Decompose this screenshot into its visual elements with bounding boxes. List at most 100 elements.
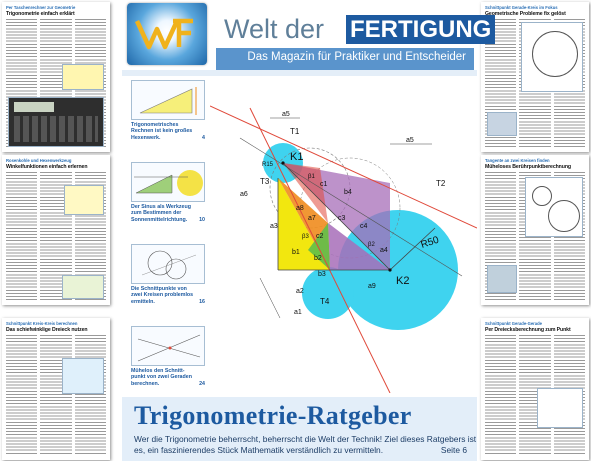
label-a7: a7 bbox=[308, 215, 316, 222]
divider bbox=[122, 70, 477, 76]
formula-box bbox=[62, 64, 104, 90]
lines-thumbnail-icon bbox=[137, 334, 201, 362]
masthead-name-prefix: Welt der bbox=[224, 14, 325, 44]
tangent-diagram: K1 K2 T1 T2 T3 T4 R50 R15 a5 a5 a6 a3 a8… bbox=[209, 78, 478, 394]
label-c1: c1 bbox=[320, 181, 328, 188]
tool-photo bbox=[487, 265, 517, 293]
label-a4: a4 bbox=[380, 247, 388, 254]
page-kicker: Schnittpunkt Kreis-Kreis berechnen bbox=[6, 321, 78, 326]
left-page-1: Per Taschenrechner zur Geometrie Trigono… bbox=[2, 2, 110, 152]
label-t4: T4 bbox=[320, 297, 330, 306]
label-beta1: β1 bbox=[308, 174, 315, 180]
page-headline: Per Dreiecksberechnung zum Punkt bbox=[485, 327, 571, 333]
label-a3: a3 bbox=[270, 223, 278, 230]
masthead-subtitle: Das Magazin für Praktiker und Entscheide… bbox=[247, 51, 466, 63]
label-a6: a6 bbox=[240, 191, 248, 198]
page-kicker: Tangente an zwei Kreisen finden bbox=[485, 158, 550, 163]
toc-page-number: 16 bbox=[199, 298, 205, 305]
label-a1: a1 bbox=[294, 309, 302, 316]
label-k1: K1 bbox=[290, 151, 303, 163]
tangent-line-lower bbox=[249, 107, 391, 394]
sun-thumbnail-icon bbox=[134, 170, 203, 196]
circle-t4 bbox=[302, 267, 354, 319]
page-headline: Geometrische Probleme fix gelöst bbox=[485, 11, 566, 17]
masthead-subtitle-bar: Das Magazin für Praktiker und Entscheide… bbox=[216, 48, 474, 70]
label-r15: R15 bbox=[262, 162, 274, 168]
label-t3: T3 bbox=[260, 177, 270, 186]
label-t2: T2 bbox=[436, 179, 446, 188]
page-kicker: Schnittpunkt Gerade-Kreis im Fokus bbox=[485, 5, 558, 10]
banner-text-line-2: es, ein faszinierendes Stück Mathematik … bbox=[134, 445, 384, 455]
page-headline: Müheloses Berührpunktberechnung bbox=[485, 164, 571, 170]
teaser-banner: Trigonometrie-Ratgeber Wer die Trigonome… bbox=[122, 397, 477, 461]
toc-page-number: 4 bbox=[202, 134, 205, 141]
left-page-3: Schnittpunkt Kreis-Kreis berechnen Das s… bbox=[2, 318, 110, 460]
tool-photo bbox=[487, 112, 517, 136]
banner-text-line-1: Wer die Trigonometrie beherrscht, beherr… bbox=[134, 434, 477, 444]
label-b1: b1 bbox=[292, 249, 300, 256]
toc-label: Mühelos den Schnitt-punkt von zwei Gerad… bbox=[131, 368, 205, 387]
label-a2: a2 bbox=[296, 288, 304, 295]
logo bbox=[127, 3, 207, 65]
lines-figure bbox=[537, 388, 583, 428]
page-kicker: Per Taschenrechner zur Geometrie bbox=[6, 5, 76, 10]
toc-thumbnail bbox=[131, 326, 205, 366]
right-page-1: Schnittpunkt Gerade-Kreis im Fokus Geome… bbox=[481, 2, 589, 152]
circles-thumbnail-icon bbox=[141, 250, 197, 280]
circle-figure bbox=[521, 22, 583, 92]
masthead-name-highlight: FERTIGUNG bbox=[346, 15, 496, 44]
label-beta3: β3 bbox=[302, 234, 309, 240]
formula-figure bbox=[62, 275, 104, 299]
triangle-figure bbox=[64, 185, 104, 215]
masthead: Welt der FERTIGUNG bbox=[216, 12, 496, 48]
page-kicker: Rosenkohle und Hexenwerkzeug bbox=[6, 158, 72, 163]
toc-thumbnail bbox=[131, 80, 205, 120]
banner-title: Trigonometrie-Ratgeber bbox=[134, 401, 412, 430]
triangle-purple bbox=[328, 223, 390, 270]
page-headline: Trigonometrie einfach erklärt bbox=[6, 11, 75, 17]
banner-page-reference: Seite 6 bbox=[440, 445, 467, 455]
label-a9: a9 bbox=[368, 283, 376, 290]
left-page-2: Rosenkohle und Hexenwerkzeug Winkelfunkt… bbox=[2, 155, 110, 305]
text-columns bbox=[6, 334, 106, 456]
label-a5: a5 bbox=[406, 137, 414, 144]
label-a5: a5 bbox=[282, 111, 290, 118]
page-headline: Winkelfunktionen einfach erlernen bbox=[6, 164, 88, 170]
label-a8: a8 bbox=[296, 205, 304, 212]
triangle-figure bbox=[62, 358, 104, 394]
toc-item[interactable]: Mühelos den Schnitt-punkt von zwei Gerad… bbox=[131, 326, 209, 388]
right-page-2: Tangente an zwei Kreisen finden Mühelose… bbox=[481, 155, 589, 305]
toc-thumbnail bbox=[131, 162, 205, 202]
page-kicker: Schnittpunkt Gerade-Gerade bbox=[485, 321, 543, 326]
label-c3: c3 bbox=[338, 215, 346, 222]
label-k2: K2 bbox=[396, 275, 409, 287]
label-c4: c4 bbox=[360, 223, 368, 230]
toc-page-number: 10 bbox=[199, 216, 205, 223]
wf-logo-icon bbox=[134, 18, 193, 50]
toc-page-number: 24 bbox=[199, 380, 205, 387]
page-headline: Das schiefwinklige Dreieck nutzen bbox=[6, 327, 88, 333]
geometry-figure: K1 K2 T1 T2 T3 T4 R50 R15 a5 a5 a6 a3 a8… bbox=[209, 105, 478, 394]
toc-thumbnail bbox=[131, 244, 205, 284]
tangent-line-upper bbox=[209, 105, 478, 229]
triangle-thumbnail-icon bbox=[139, 87, 197, 115]
label-beta2: β2 bbox=[368, 242, 375, 248]
label-b4: b4 bbox=[344, 189, 352, 196]
calculator-figure bbox=[8, 97, 104, 147]
triangle-green bbox=[308, 223, 330, 270]
right-page-3: Schnittpunkt Gerade-Gerade Per Dreiecksb… bbox=[481, 318, 589, 460]
label-b3: b3 bbox=[318, 271, 326, 278]
label-t1: T1 bbox=[290, 127, 300, 136]
triangle-red bbox=[283, 163, 328, 223]
text-columns bbox=[6, 171, 106, 301]
tangent-figure bbox=[525, 177, 583, 237]
label-c2: c2 bbox=[316, 233, 324, 240]
label-b2: b2 bbox=[314, 255, 322, 262]
